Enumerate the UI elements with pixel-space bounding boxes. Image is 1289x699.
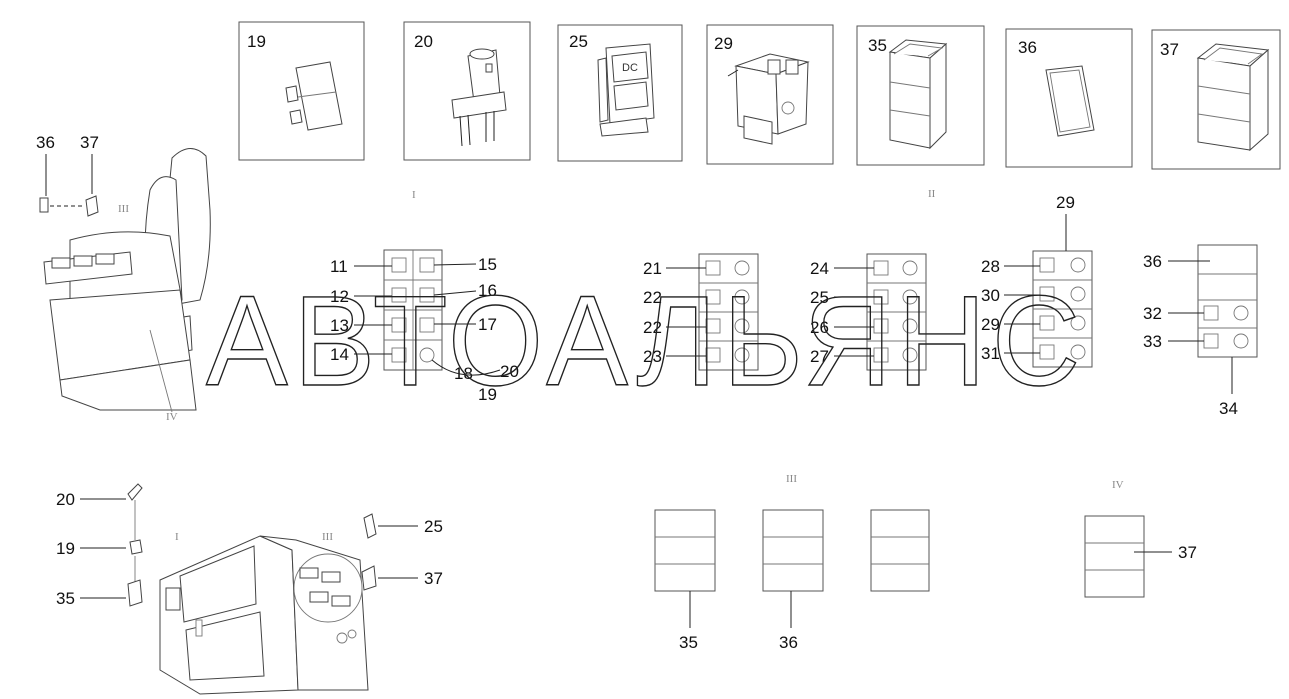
svg-text:DC: DC bbox=[622, 62, 638, 74]
svg-text:12: 12 bbox=[330, 287, 349, 306]
blank-block-stack-36: 36 bbox=[762, 509, 824, 652]
lamp-bulb-drawing bbox=[451, 48, 507, 147]
cover-box-drawing bbox=[888, 39, 948, 150]
svg-text:20: 20 bbox=[414, 32, 433, 51]
svg-text:25: 25 bbox=[424, 517, 443, 536]
svg-text:III: III bbox=[322, 531, 333, 543]
svg-text:IV: IV bbox=[166, 411, 178, 423]
part-box-19: 19 bbox=[238, 21, 365, 161]
svg-text:14: 14 bbox=[330, 345, 349, 364]
svg-text:33: 33 bbox=[1143, 332, 1162, 351]
switch-panel-side: 36 32 33 34 bbox=[1143, 244, 1258, 418]
switch-panel-II-b: 24 25 26 27 bbox=[810, 253, 927, 371]
watermark-text: АВТОАЛЬЯНС bbox=[206, 270, 1086, 413]
svg-text:17: 17 bbox=[478, 315, 497, 334]
part-box-35: 35 bbox=[856, 25, 985, 166]
svg-text:37: 37 bbox=[80, 133, 99, 152]
svg-text:34: 34 bbox=[1219, 399, 1238, 418]
svg-text:28: 28 bbox=[981, 257, 1000, 276]
part-box-25: 25 DC bbox=[557, 24, 683, 162]
svg-text:26: 26 bbox=[810, 318, 829, 337]
svg-text:29: 29 bbox=[981, 315, 1000, 334]
svg-text:35: 35 bbox=[868, 36, 887, 55]
svg-text:32: 32 bbox=[1143, 304, 1162, 323]
cab-illustration: 20 19 35 I III 25 37 bbox=[56, 483, 443, 695]
svg-text:37: 37 bbox=[1178, 543, 1197, 562]
svg-text:16: 16 bbox=[478, 281, 497, 300]
switch-cap-drawing bbox=[285, 61, 343, 131]
svg-text:20: 20 bbox=[500, 362, 519, 381]
view-label-i: I bbox=[412, 189, 416, 201]
part-box-37: 37 bbox=[1151, 29, 1281, 170]
svg-text:25: 25 bbox=[569, 32, 588, 51]
svg-text:15: 15 bbox=[478, 255, 497, 274]
blank-plate-drawing bbox=[1045, 65, 1095, 137]
svg-text:24: 24 bbox=[810, 259, 829, 278]
svg-text:29: 29 bbox=[714, 34, 733, 53]
blank-block-stack-plain bbox=[870, 509, 930, 592]
svg-text:19: 19 bbox=[247, 32, 266, 51]
svg-text:22: 22 bbox=[643, 288, 662, 307]
seat-illustration: 36 37 III IV bbox=[36, 133, 211, 423]
view-label-ii: II bbox=[928, 188, 936, 200]
svg-text:11: 11 bbox=[330, 257, 348, 276]
svg-text:23: 23 bbox=[643, 347, 662, 366]
svg-text:36: 36 bbox=[36, 133, 55, 152]
view-label-iv: IV bbox=[1112, 479, 1124, 491]
part-box-20: 20 bbox=[403, 21, 531, 161]
cover-box-drawing bbox=[1196, 43, 1270, 152]
svg-text:19: 19 bbox=[56, 539, 75, 558]
switch-panel-II-a: 21 22 22 23 bbox=[643, 253, 759, 371]
svg-text:21: 21 bbox=[643, 259, 662, 278]
svg-text:27: 27 bbox=[810, 347, 829, 366]
svg-text:37: 37 bbox=[424, 569, 443, 588]
svg-text:35: 35 bbox=[679, 633, 698, 652]
svg-text:36: 36 bbox=[1018, 38, 1037, 57]
svg-text:36: 36 bbox=[1143, 252, 1162, 271]
svg-text:22: 22 bbox=[643, 318, 662, 337]
part-box-36: 36 bbox=[1005, 28, 1133, 168]
blank-block-stack-37: 37 bbox=[1084, 515, 1197, 598]
view-label-iii: III bbox=[786, 473, 797, 485]
svg-text:I: I bbox=[175, 531, 179, 543]
svg-text:III: III bbox=[118, 203, 129, 215]
svg-text:37: 37 bbox=[1160, 40, 1179, 59]
rocker-switch-drawing: DC bbox=[597, 43, 655, 137]
svg-text:29: 29 bbox=[1056, 193, 1075, 212]
svg-text:20: 20 bbox=[56, 490, 75, 509]
blank-block-stack-35: 35 bbox=[654, 509, 716, 652]
svg-text:31: 31 bbox=[981, 344, 1000, 363]
svg-text:35: 35 bbox=[56, 589, 75, 608]
svg-text:30: 30 bbox=[981, 286, 1000, 305]
svg-text:18: 18 bbox=[454, 364, 473, 383]
switch-panel-II-c: 29 28 30 29 31 bbox=[981, 193, 1093, 368]
svg-text:19: 19 bbox=[478, 385, 497, 404]
part-box-29: 29 bbox=[706, 24, 834, 165]
relay-socket-drawing bbox=[727, 53, 810, 145]
svg-text:13: 13 bbox=[330, 316, 349, 335]
svg-text:36: 36 bbox=[779, 633, 798, 652]
switch-panel-I: 11 12 13 14 15 16 17 18 20 19 bbox=[330, 249, 519, 404]
svg-text:25: 25 bbox=[810, 288, 829, 307]
